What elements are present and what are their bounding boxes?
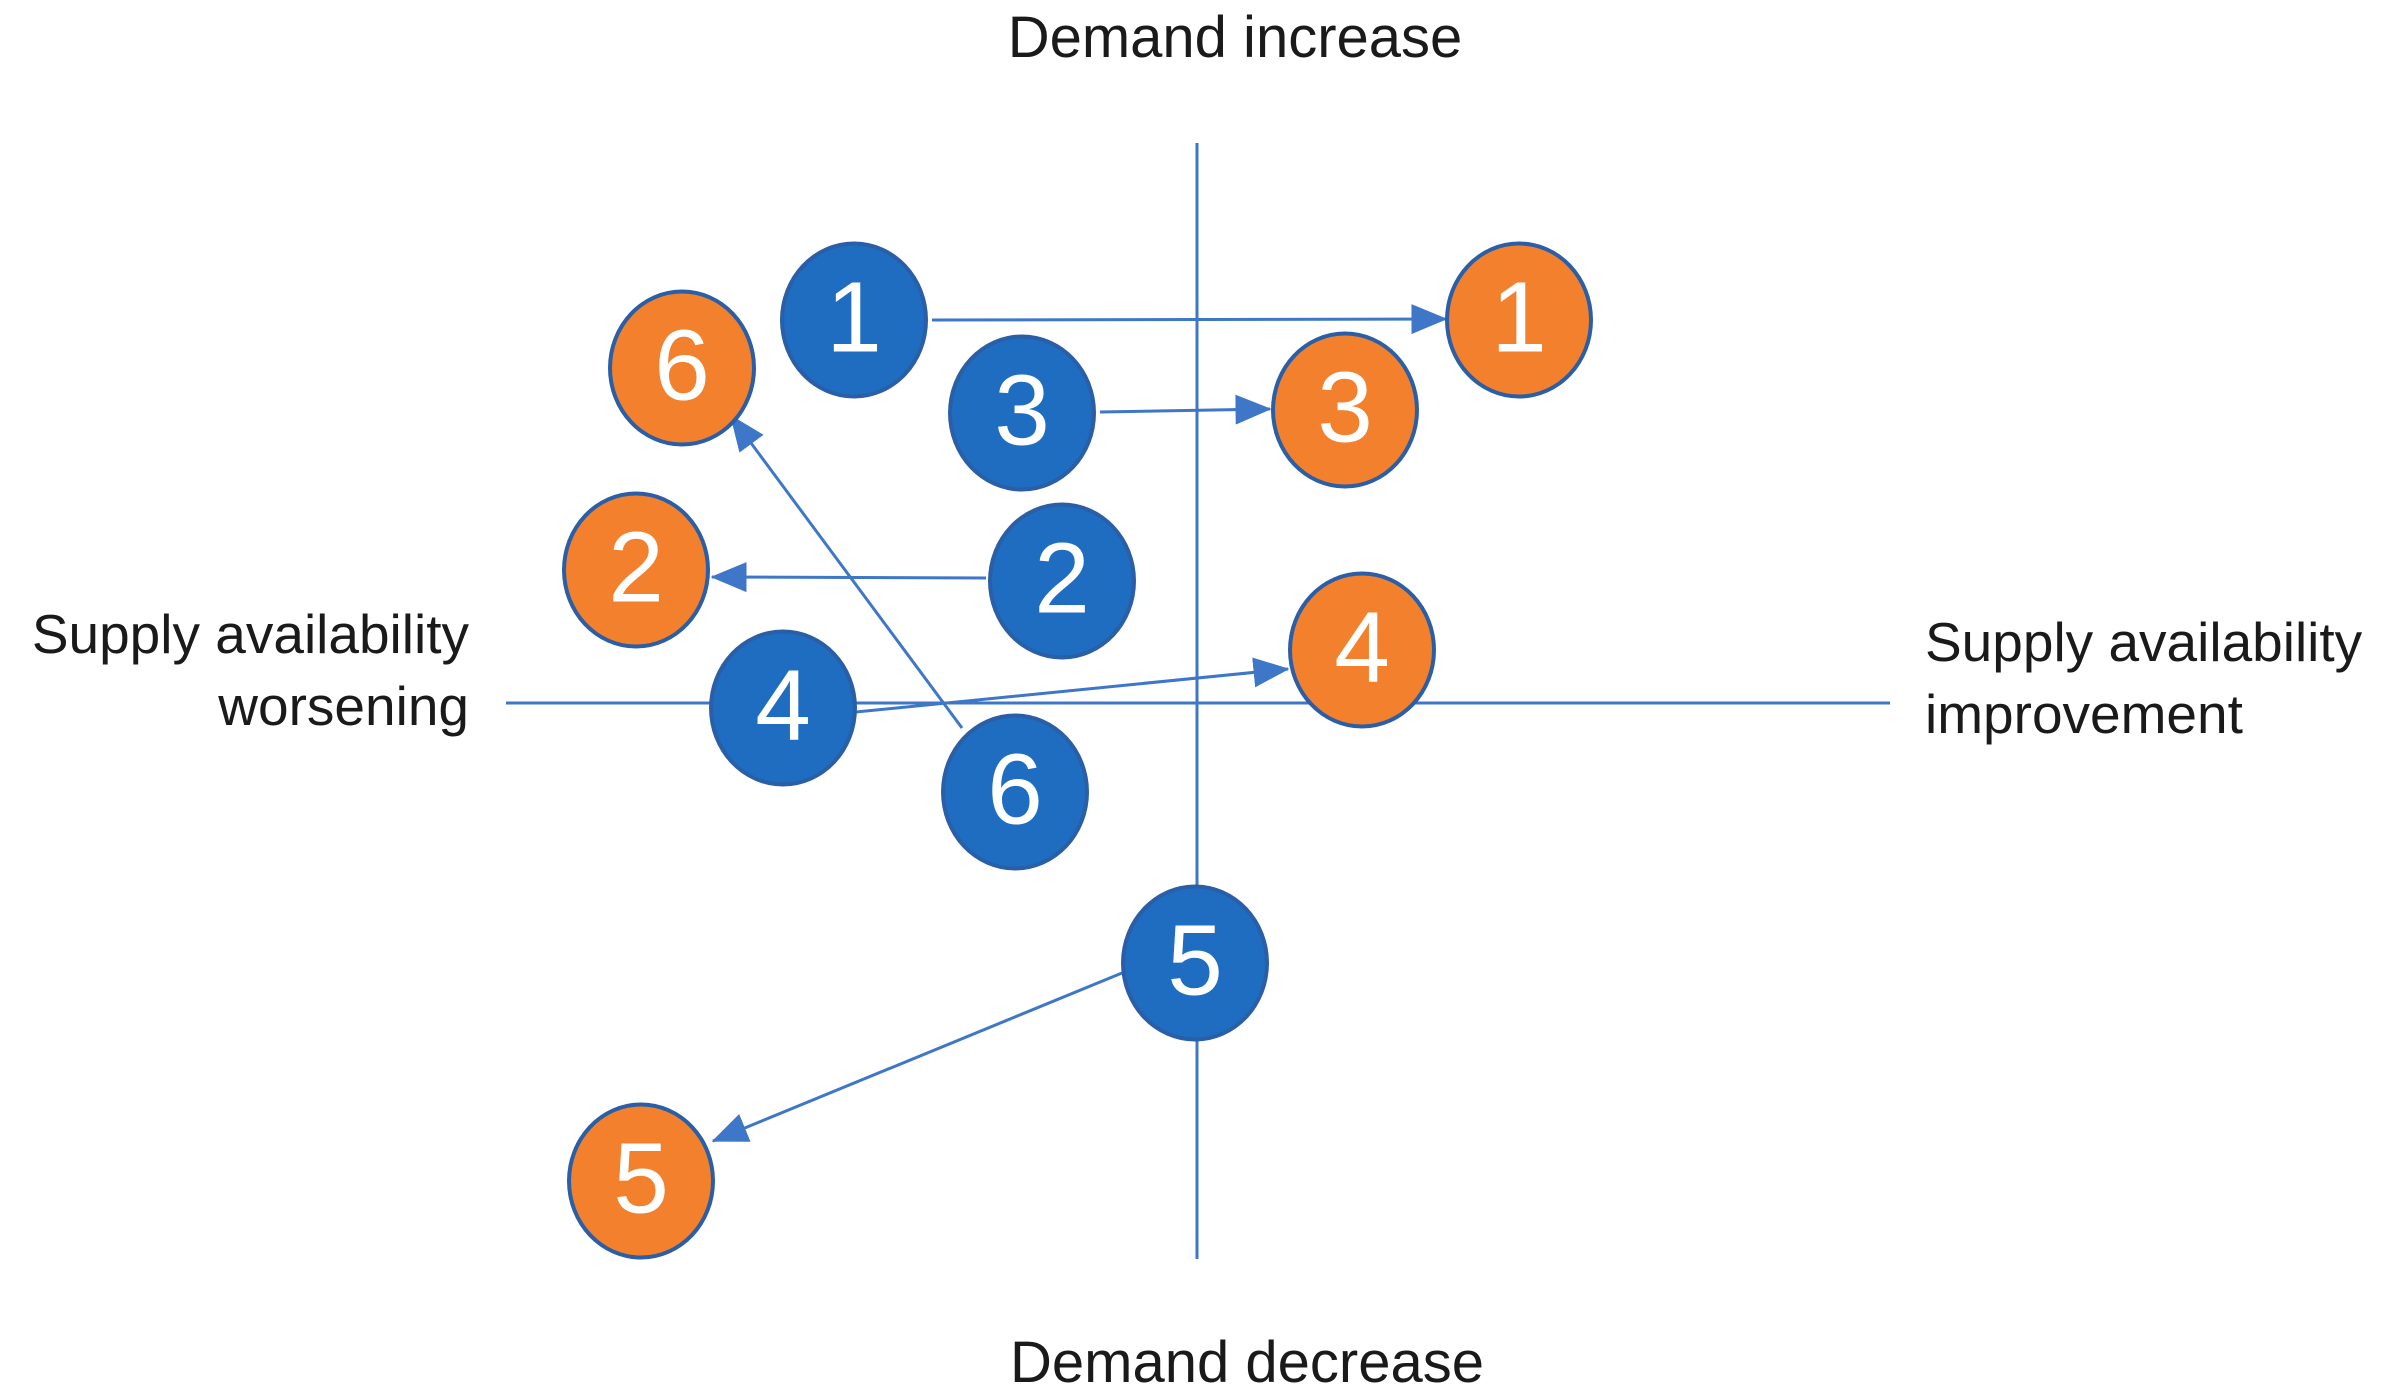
arrows-group bbox=[710, 304, 1448, 1143]
node-end-2: 2 bbox=[562, 491, 710, 649]
axis-title-supply-worsening-line1: Supply availability bbox=[31, 603, 469, 665]
movement-arrow-item-5 bbox=[711, 971, 1123, 1143]
axis-title-demand-decrease: Demand decrease bbox=[1010, 1330, 1484, 1395]
node-end-4: 4 bbox=[1288, 571, 1436, 729]
node-end-3: 3 bbox=[1271, 331, 1419, 489]
node-start-6: 6 bbox=[941, 713, 1089, 871]
axis-title-demand-increase: Demand increase bbox=[1007, 5, 1463, 70]
node-end-6: 6 bbox=[608, 289, 756, 447]
node-number: 1 bbox=[1491, 261, 1547, 373]
movement-arrow-item-1 bbox=[931, 304, 1448, 335]
node-number: 3 bbox=[1317, 351, 1373, 463]
axis-title-supply-improvement-line2: improvement bbox=[1925, 683, 2243, 745]
node-start-2: 2 bbox=[988, 502, 1136, 660]
axis-title-supply-improvement-line1: Supply availability bbox=[1925, 611, 2363, 673]
node-number: 2 bbox=[1034, 522, 1090, 634]
node-number: 4 bbox=[755, 649, 811, 761]
node-end-5: 5 bbox=[567, 1102, 715, 1260]
node-start-5: 5 bbox=[1121, 884, 1269, 1042]
node-number: 4 bbox=[1334, 591, 1390, 703]
movement-arrow-item-4 bbox=[855, 657, 1290, 714]
axis-title-supply-improvement: Supply availability improvement bbox=[1925, 606, 2362, 750]
node-number: 6 bbox=[987, 733, 1043, 845]
node-start-3: 3 bbox=[948, 334, 1096, 492]
node-number: 3 bbox=[994, 354, 1050, 466]
axis-title-supply-worsening-line2: worsening bbox=[218, 675, 469, 737]
node-number: 6 bbox=[654, 309, 710, 421]
node-number: 5 bbox=[1167, 904, 1223, 1016]
node-number: 5 bbox=[613, 1122, 669, 1234]
movement-arrow-item-3 bbox=[1099, 394, 1272, 425]
node-start-4: 4 bbox=[709, 629, 857, 787]
movement-arrow-item-6 bbox=[729, 414, 964, 729]
node-number: 1 bbox=[826, 261, 882, 373]
axis-title-supply-worsening: Supply availability worsening bbox=[32, 598, 469, 742]
node-start-1: 1 bbox=[780, 241, 928, 399]
node-number: 2 bbox=[608, 511, 664, 623]
node-end-1: 1 bbox=[1445, 241, 1593, 399]
